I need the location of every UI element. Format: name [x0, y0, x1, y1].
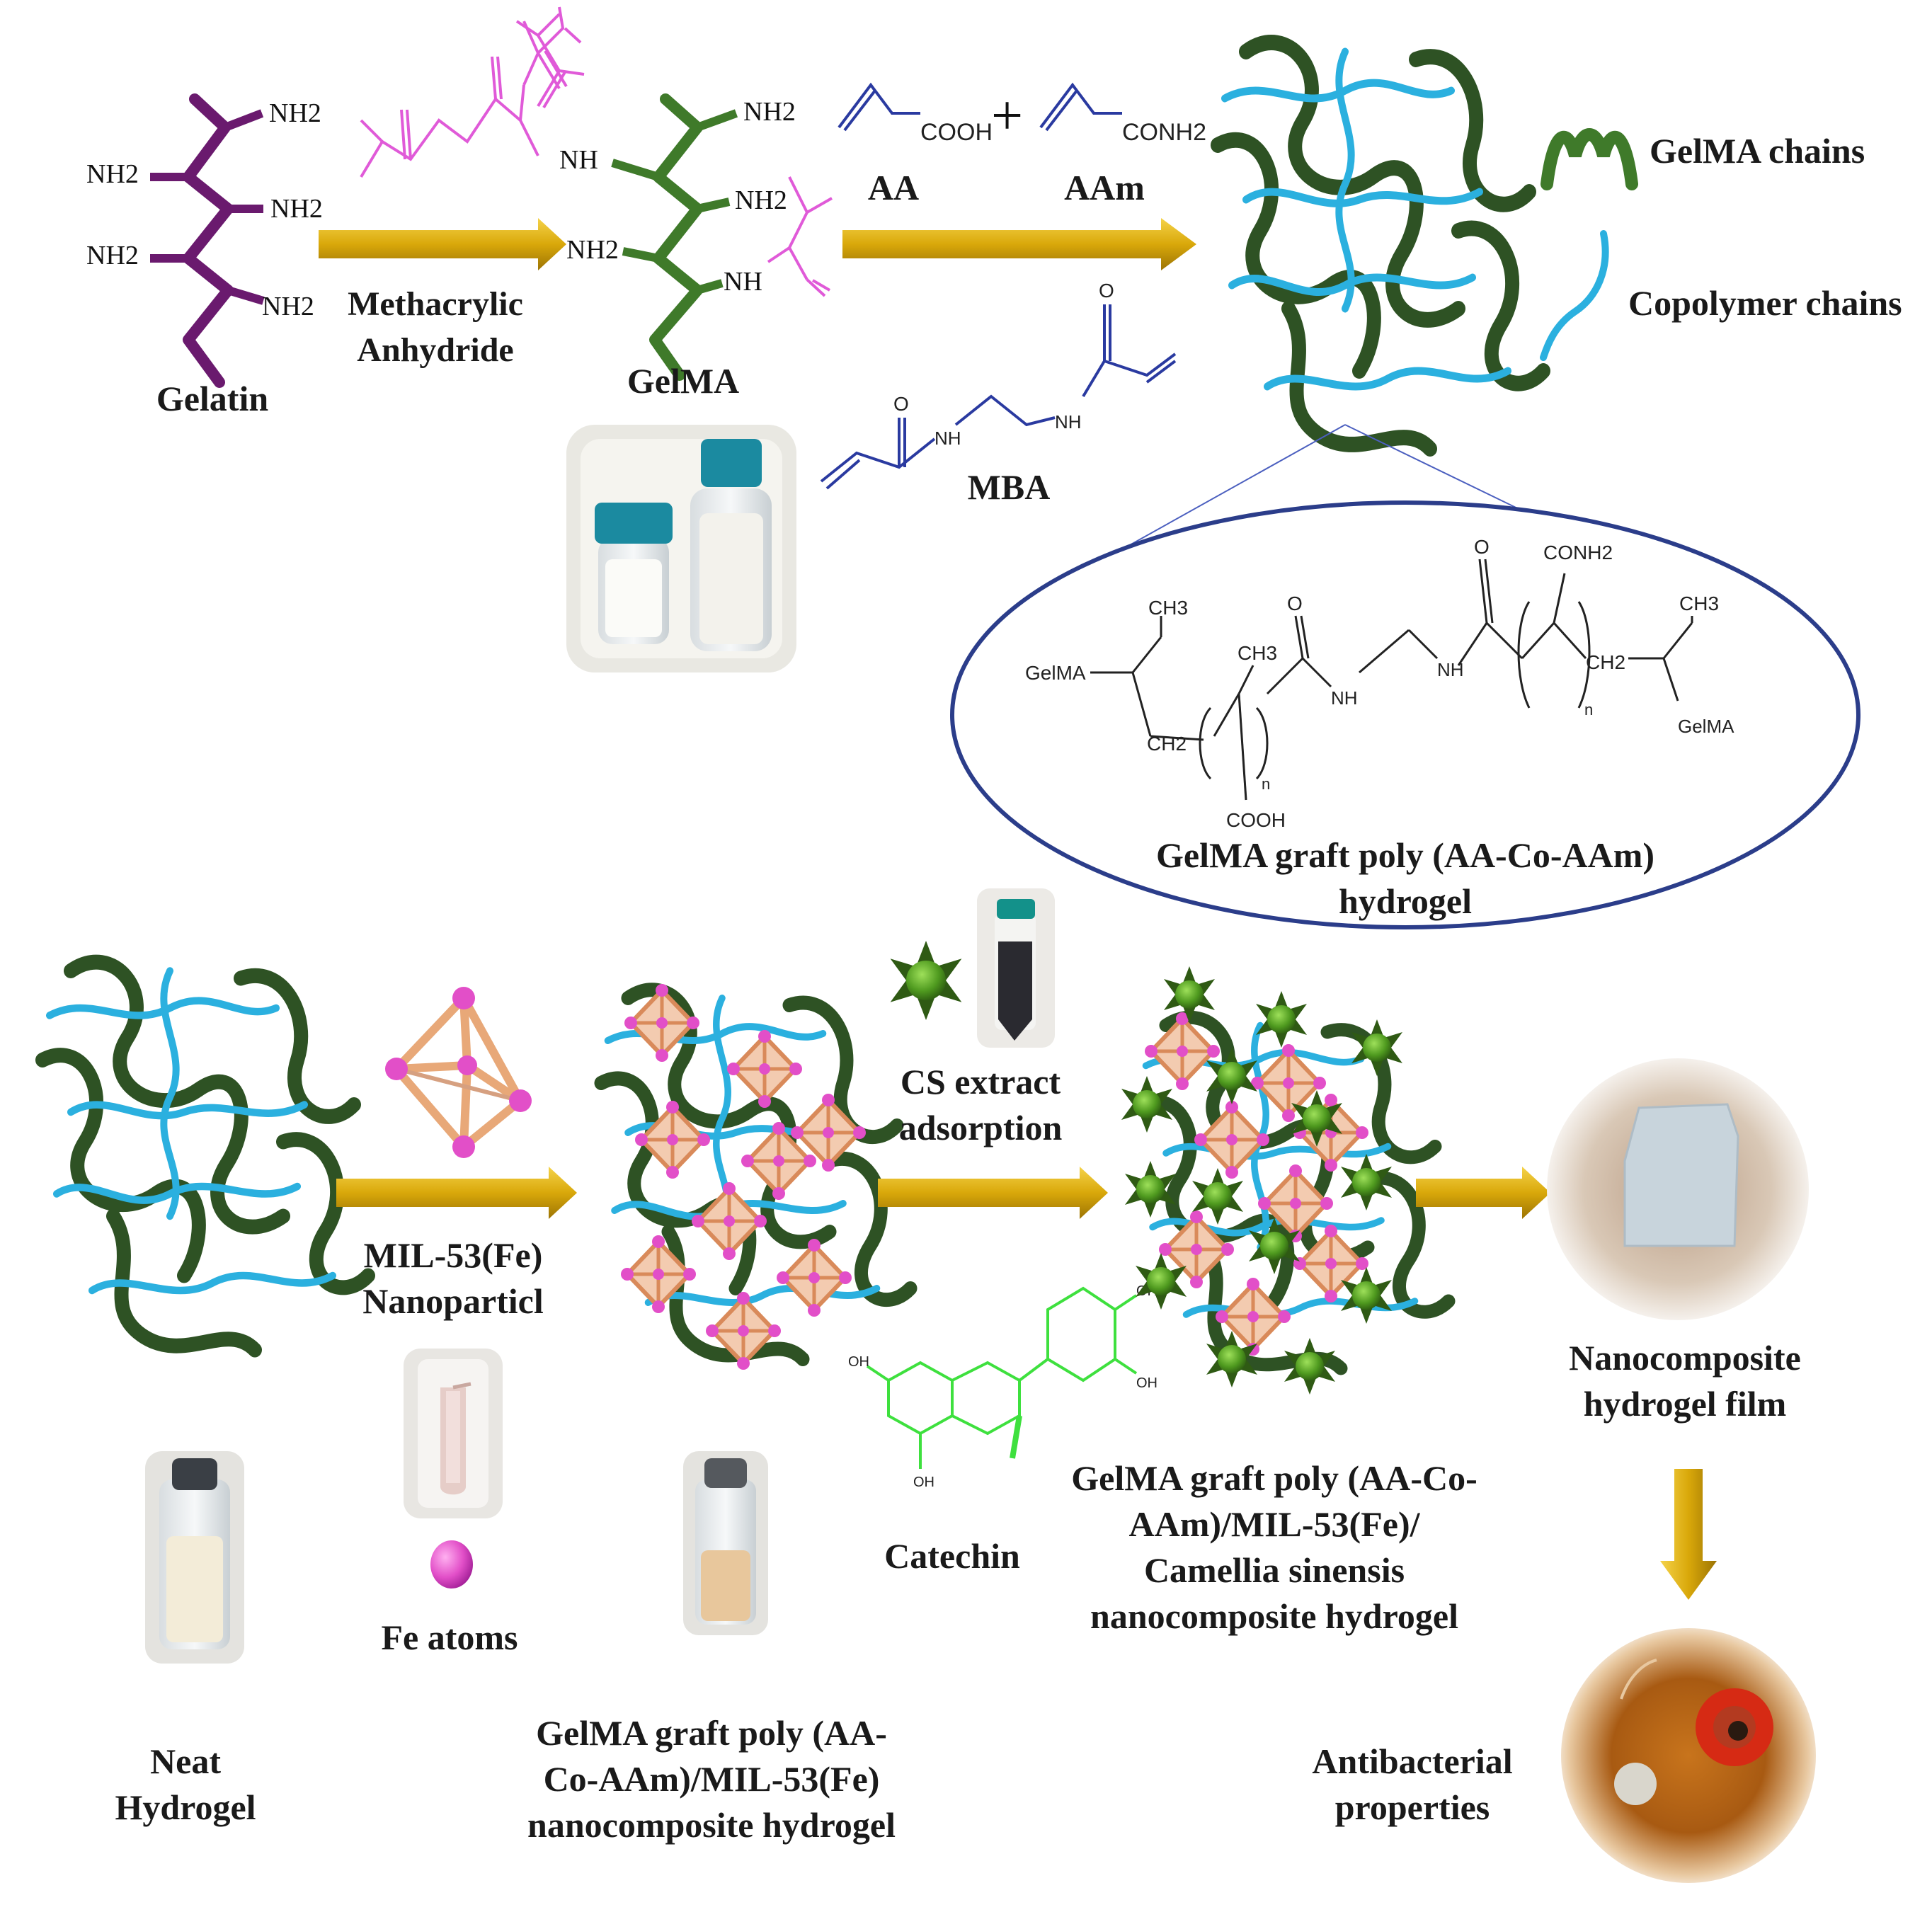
aa-label: AA [868, 168, 919, 207]
inset-n-a: n [1262, 775, 1270, 793]
neat-label-line1: Neat [150, 1741, 221, 1781]
inset-o-b: O [1474, 536, 1490, 558]
aam-amide: CONH2 [1122, 119, 1206, 146]
antibacterial-plate-photo [1561, 1628, 1816, 1883]
arrow-nc1-to-nc2 [878, 1167, 1108, 1219]
cs-label-line1: CS extract [901, 1062, 1061, 1101]
gelma-group-5: NH [724, 267, 762, 297]
nc1-label-line2: Co-AAm)/MIL-53(Fe) [544, 1759, 880, 1799]
cs-extract-particle [890, 941, 962, 1020]
inset-ch3-b: CH3 [1237, 642, 1277, 664]
reagent-methacrylic: Methacrylic [348, 285, 523, 323]
aam-label: AAm [1064, 168, 1145, 207]
catechin-structure [866, 1286, 1138, 1469]
legend-gelma-chains-text: GelMA chains [1650, 131, 1865, 171]
reagent-anhydride: Anhydride [357, 331, 513, 369]
film-label-line2: hydrogel film [1584, 1384, 1787, 1424]
gelma-structure: NH2 NH NH2 NH2 NH GelMA [515, 13, 833, 401]
inset-ch2-b: CH2 [1586, 651, 1625, 673]
mba-o-2: O [1099, 280, 1114, 302]
film-label-line1: Nanocomposite [1569, 1338, 1801, 1378]
nc1-label-line3: nanocomposite hydrogel [527, 1805, 896, 1845]
hydrogel-film-photo [1547, 1058, 1809, 1320]
inset-ch3-a: CH3 [1148, 597, 1188, 619]
inset-n-b: n [1584, 701, 1593, 719]
fe-atoms-label: Fe atoms [382, 1618, 518, 1657]
catechin-oh-2: OH [913, 1475, 934, 1490]
nc1-network [601, 984, 910, 1370]
aa-carboxyl: COOH [920, 119, 993, 146]
gelma-vials-photo [566, 425, 796, 672]
legend-gelma-chains: GelMA chains [1541, 128, 1865, 190]
neat-hydrogel-network [42, 962, 368, 1350]
legend-copolymer-chains: Copolymer chains [1540, 230, 1902, 361]
gelma-group-2: NH [559, 145, 598, 175]
gelatin-group-1: NH2 [269, 98, 321, 128]
mba-nh-2: NH [1055, 411, 1082, 433]
inset-ch3-c: CH3 [1679, 593, 1719, 614]
arrow-neat-to-nc1 [336, 1167, 577, 1219]
gelma-group-4: NH2 [566, 235, 619, 265]
arrow-nc2-to-film [1416, 1167, 1550, 1219]
cs-label-line2: adsorption [899, 1108, 1063, 1147]
inset-title-line2: hydrogel [1339, 881, 1472, 921]
antibacterial-label-line2: properties [1335, 1787, 1490, 1827]
nc2-label-line3: Camellia sinensis [1144, 1550, 1405, 1590]
gelma-label: GelMA [627, 361, 739, 401]
legend: GelMA chains Copolymer chains [1540, 128, 1902, 361]
nc1-label-line1: GelMA graft poly (AA- [536, 1713, 887, 1753]
legend-copolymer-chains-text: Copolymer chains [1628, 283, 1902, 323]
inset-conh2: CONH2 [1543, 542, 1613, 563]
inset-gelma-right: GelMA [1678, 716, 1734, 737]
mil53-octahedron [385, 987, 532, 1158]
arrow-gelma-to-network [842, 218, 1196, 270]
methacrylic-anhydride-structure [360, 6, 582, 178]
gelatin-group-4: NH2 [86, 241, 139, 270]
inset-nh-b: NH [1437, 659, 1464, 680]
nc2-label-line4: nanocomposite hydrogel [1090, 1596, 1458, 1636]
nc1-vial-photo [683, 1451, 768, 1635]
fe-atom-icon [430, 1540, 473, 1588]
plus-sign: + [991, 85, 1023, 147]
gelatin-group-2: NH2 [86, 159, 139, 189]
arrow-film-to-antibacterial [1660, 1469, 1717, 1600]
nc2-label-line1: GelMA graft poly (AA-Co- [1071, 1458, 1477, 1498]
mil53-label-line1: MIL-53(Fe) [364, 1235, 543, 1275]
inset-cooh: COOH [1226, 809, 1286, 831]
inset-structure-ellipse: GelMA GelMA CH3 CH3 CH3 CH2 CH2 COOH CON… [950, 500, 1860, 929]
nc2-label-line2: AAm)/MIL-53(Fe)/ [1129, 1504, 1421, 1544]
catechin-label: Catechin [884, 1536, 1020, 1576]
neat-label-line2: Hydrogel [115, 1787, 256, 1827]
inset-o-a: O [1287, 593, 1303, 614]
cs-extract-tube-photo [977, 888, 1055, 1048]
monomers: COOH + CONH2 AA AAm [838, 82, 1206, 207]
gelma-group-3: NH2 [735, 185, 787, 215]
neat-hydrogel-vial-photo [145, 1451, 244, 1664]
gelma-copolymer-network-top [1218, 42, 1543, 449]
mba-label: MBA [968, 467, 1051, 507]
nc2-network [1121, 966, 1448, 1395]
mil53-tube-photo [404, 1349, 503, 1518]
gelatin-structure: NH2 NH2 NH2 NH2 NH2 Gelatin [86, 93, 323, 418]
catechin-oh-4: OH [1136, 1375, 1158, 1391]
inset-nh-a: NH [1331, 687, 1358, 709]
mba-o-1: O [893, 393, 909, 415]
inset-title-line1: GelMA graft poly (AA-Co-AAm) [1156, 835, 1654, 875]
mil53-label-line2: Nanoparticl [362, 1281, 544, 1321]
catechin-oh-1: OH [848, 1354, 869, 1370]
gelatin-label: Gelatin [156, 379, 269, 418]
antibacterial-label-line1: Antibacterial [1312, 1741, 1512, 1781]
mba-nh-1: NH [934, 428, 961, 449]
mba-structure [820, 304, 1177, 490]
gelatin-group-3: NH2 [270, 194, 323, 224]
inset-ch2-a: CH2 [1147, 733, 1187, 755]
gelma-group-1: NH2 [743, 97, 796, 127]
arrow-gelatin-to-gelma [319, 218, 566, 270]
gelatin-group-5: NH2 [262, 292, 314, 321]
inset-gelma-left: GelMA [1025, 662, 1086, 684]
